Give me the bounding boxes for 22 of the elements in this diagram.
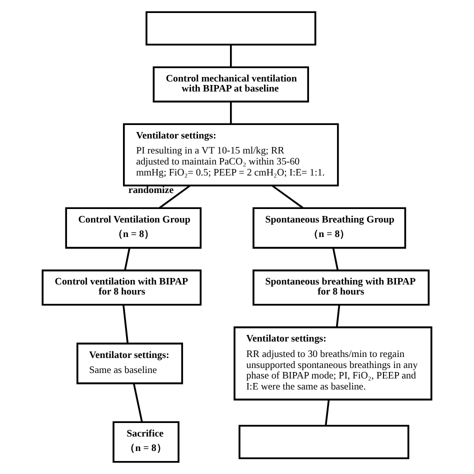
connector: [272, 184, 304, 209]
node-box: Control mechanical ventilation with BIPAP at baseline: [152, 66, 310, 102]
node-box: Ventilator settings: Same as baseline: [76, 342, 184, 384]
node-box: Ventilator settings: PI resulting in a VT 10-15 ml/kg; RR adjusted to maintain PaCO₂ within 35-60 mmHg; FiO₂= 0.5; PEEP = 2 cmH₂O; I:E= 1:1.: [122, 123, 339, 186]
node-box: Control Ventilation Group （n = 8）: [65, 207, 202, 249]
node-box: Ventilator settings: RR adjusted to 30 breaths/min to regain unsupported spontaneous breathings in any phase of BIPAP mode; PI, FiO₂, PEEP and I:E were the same as baseline.: [234, 326, 432, 400]
node-box: Spontaneous Breathing Group （n = 8）: [252, 207, 406, 249]
connector: [132, 383, 143, 422]
node-box: Control ventilation with BIPAP for 8 hours: [42, 270, 202, 306]
connector: [336, 304, 340, 328]
node-box: [146, 11, 316, 46]
edge-label: randomize: [128, 185, 174, 196]
connector: [332, 248, 339, 271]
connector: [230, 44, 232, 68]
connector: [159, 184, 191, 209]
node-box: Sacrifice （n = 8）: [112, 421, 180, 463]
connector: [324, 399, 330, 426]
connector: [122, 304, 129, 344]
connector: [124, 248, 130, 271]
node-box: Spontaneous breathing with BIPAP for 8 hours: [252, 270, 430, 306]
node-box: [238, 424, 410, 460]
connector: [230, 102, 232, 124]
